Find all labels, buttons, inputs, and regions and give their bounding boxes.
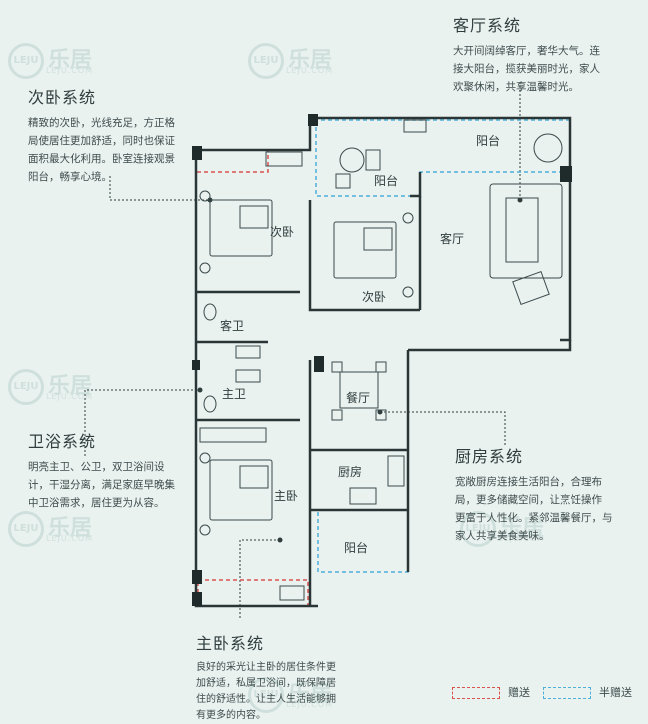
legend-swatch-blue xyxy=(543,687,591,699)
gift-area xyxy=(197,579,309,607)
callout-text: 宽敞厨房连接生活阳台，合理布局，更多储藏空间，让烹饪操作更富于人性化。紧邻温馨餐… xyxy=(455,476,613,542)
half-gift-area xyxy=(317,512,409,573)
wall-posts xyxy=(192,114,572,606)
leader-lines xyxy=(84,82,521,618)
callout-text: 精致的次卧，光线充足，方正格局使居住更加舒适，同时也保证面积最大化利用。卧室连接… xyxy=(28,117,175,183)
callout-title: 卫浴系统 xyxy=(28,432,97,451)
room-label-living: 客厅 xyxy=(440,231,464,246)
callout-title: 客厅系统 xyxy=(453,16,522,35)
callout-text: 良好的采光让主卧的居住条件更加舒适，私属卫浴间，既保障居住的舒适性。让主人生活能… xyxy=(196,662,336,721)
room-label-balcony: 阳台 xyxy=(476,133,500,148)
legend-gift: 赠送 xyxy=(452,684,530,700)
callout-title: 主卧系统 xyxy=(196,634,265,653)
room-label-second-bedroom: 次卧 xyxy=(362,290,386,304)
living-room-callout: 客厅系统 大开间阔绰客厅，奢华大气。连接大阳台，揽获美丽时光，家人欢聚休闲，共享… xyxy=(453,12,643,96)
room-label-dining: 餐厅 xyxy=(346,390,370,405)
room-label-second-bedroom: 次卧 xyxy=(270,225,294,239)
room-label-master-bath: 主卫 xyxy=(222,387,246,401)
kitchen-callout: 厨房系统 宽敞厨房连接生活阳台，合理布局，更多储藏空间，让烹饪操作更富于人性化。… xyxy=(455,443,645,545)
callout-text: 明亮主卫、公卫，双卫浴间设计，干湿分离，满足家庭早晚集中卫浴需求，居住更为从容。 xyxy=(28,461,175,509)
room-label-guest-bath: 客卫 xyxy=(220,318,244,333)
callout-title: 厨房系统 xyxy=(455,447,524,466)
master-bedroom-callout: 主卧系统 良好的采光让主卧的居住条件更加舒适，私属卫浴间，既保障居住的舒适性。让… xyxy=(196,630,376,724)
room-label-master-bedroom: 主卧 xyxy=(274,489,298,503)
furniture xyxy=(199,119,563,601)
room-label-kitchen: 厨房 xyxy=(338,464,362,479)
room-label-balcony: 阳台 xyxy=(374,173,398,188)
second-bedroom-callout: 次卧系统 精致的次卧，光线充足，方正格局使居住更加舒适，同时也保证面积最大化利用… xyxy=(28,84,208,186)
room-label-balcony: 阳台 xyxy=(344,540,368,555)
callout-text: 大开间阔绰客厅，奢华大气。连接大阳台，揽获美丽时光，家人欢聚休闲，共享温馨时光。 xyxy=(453,45,600,93)
bathroom-callout: 卫浴系统 明亮主卫、公卫，双卫浴间设计，干湿分离，满足家庭早晚集中卫浴需求，居住… xyxy=(28,428,208,512)
half-gift-area xyxy=(315,119,571,197)
legend-swatch-red xyxy=(452,687,500,699)
legend-half-gift: 半赠送 xyxy=(543,684,632,700)
callout-title: 次卧系统 xyxy=(28,88,97,107)
